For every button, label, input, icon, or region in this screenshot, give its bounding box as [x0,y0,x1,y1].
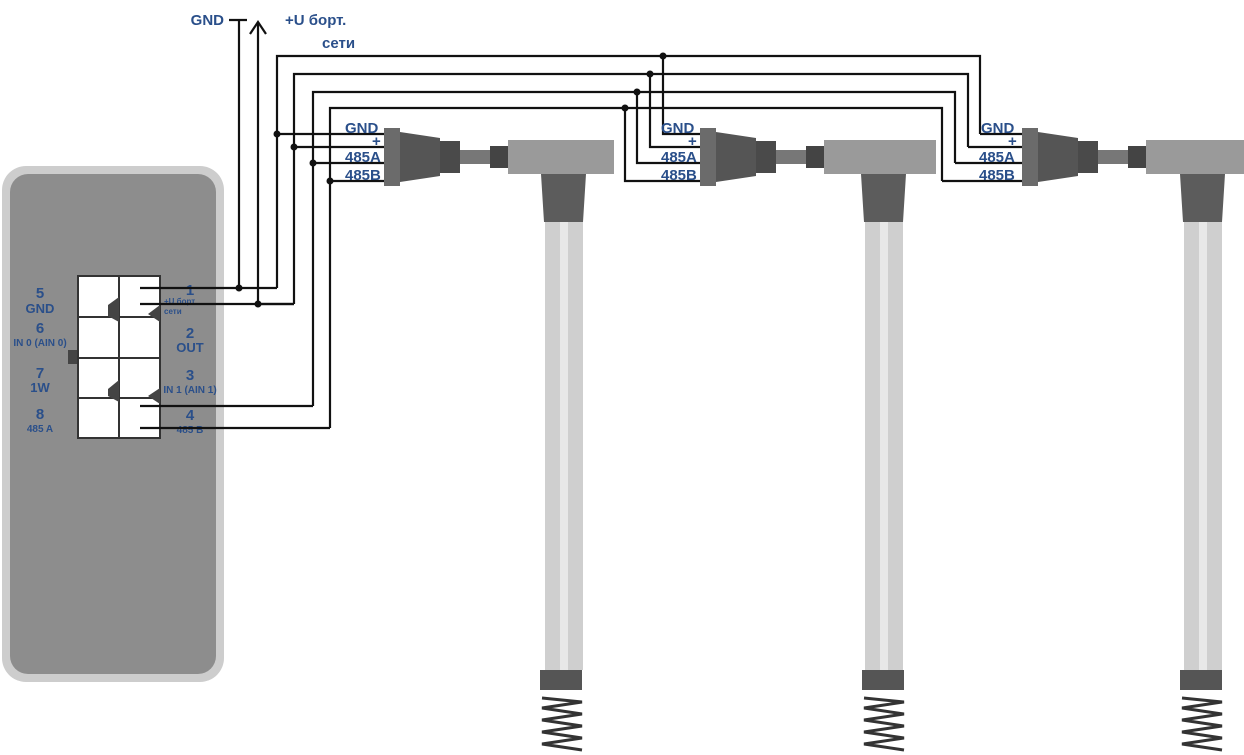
plus-supply-label-line2: сети [322,35,355,52]
pin-8-number: 8 [36,406,44,423]
fuel-sensor-1: GND + 485A 485B [345,120,614,752]
up-arrow-icon [249,20,267,35]
sensor-2-plus-label: + [688,133,697,150]
pin-7-number: 7 [36,365,44,382]
pin-4-signal: 485 B [177,425,204,436]
pin-6-number: 6 [36,320,44,337]
gnd-supply-label: GND [191,12,225,29]
sensor-1-485a-label: 485A [345,149,381,166]
plus-supply-label-line1: +U борт. [285,12,346,29]
sensor-3-485a-label: 485A [979,149,1015,166]
sensor-2-gnd-label: GND [661,120,695,137]
pin-5-signal: GND [26,301,55,316]
sensor-2-485b-label: 485B [661,167,697,184]
pin-3-number: 3 [186,367,194,384]
pin-1-number: 1 [186,282,194,299]
sensor-spring-3 [1181,696,1223,752]
pin-5-number: 5 [36,285,44,302]
sensor-1-485b-label: 485B [345,167,381,184]
pin-2-signal: OUT [176,340,204,355]
pin-8-signal: 485 A [27,424,53,435]
sensor-spring-2 [863,696,905,752]
sensor-spring-1 [541,696,583,752]
pin-2-number: 2 [186,325,194,342]
pin-4-number: 4 [186,407,195,424]
fuel-sensor-2: GND + 485A 485B [661,120,936,752]
supply-lines: GND +U борт. сети [191,12,355,304]
sensor-3-gnd-label: GND [981,120,1015,137]
terminal-side-latch [68,350,78,364]
wiring-bus [140,52,1022,430]
left-pin-labels: 5 GND 6 IN 0 (AIN 0) 7 1W 8 485 A [13,285,66,435]
right-pin-labels: 1 +U борт сети 2 OUT 3 IN 1 (AIN 1) 4 48… [163,282,216,436]
pin-1-signal-line2: сети [164,307,182,316]
sensor-2-485a-label: 485A [661,149,697,166]
fuel-sensor-3: GND + 485A 485B [979,120,1244,752]
pin-3-signal: IN 1 (AIN 1) [163,385,216,396]
sensor-1-gnd-label: GND [345,120,379,137]
terminal-connector [77,275,161,439]
pin-6-signal: IN 0 (AIN 0) [13,338,66,349]
sensor-3-plus-label: + [1008,133,1017,150]
sensor-3-485b-label: 485B [979,167,1015,184]
pin-1-signal-line1: +U борт [164,297,195,306]
sensor-1-plus-label: + [372,133,381,150]
pin-7-signal: 1W [30,380,50,395]
